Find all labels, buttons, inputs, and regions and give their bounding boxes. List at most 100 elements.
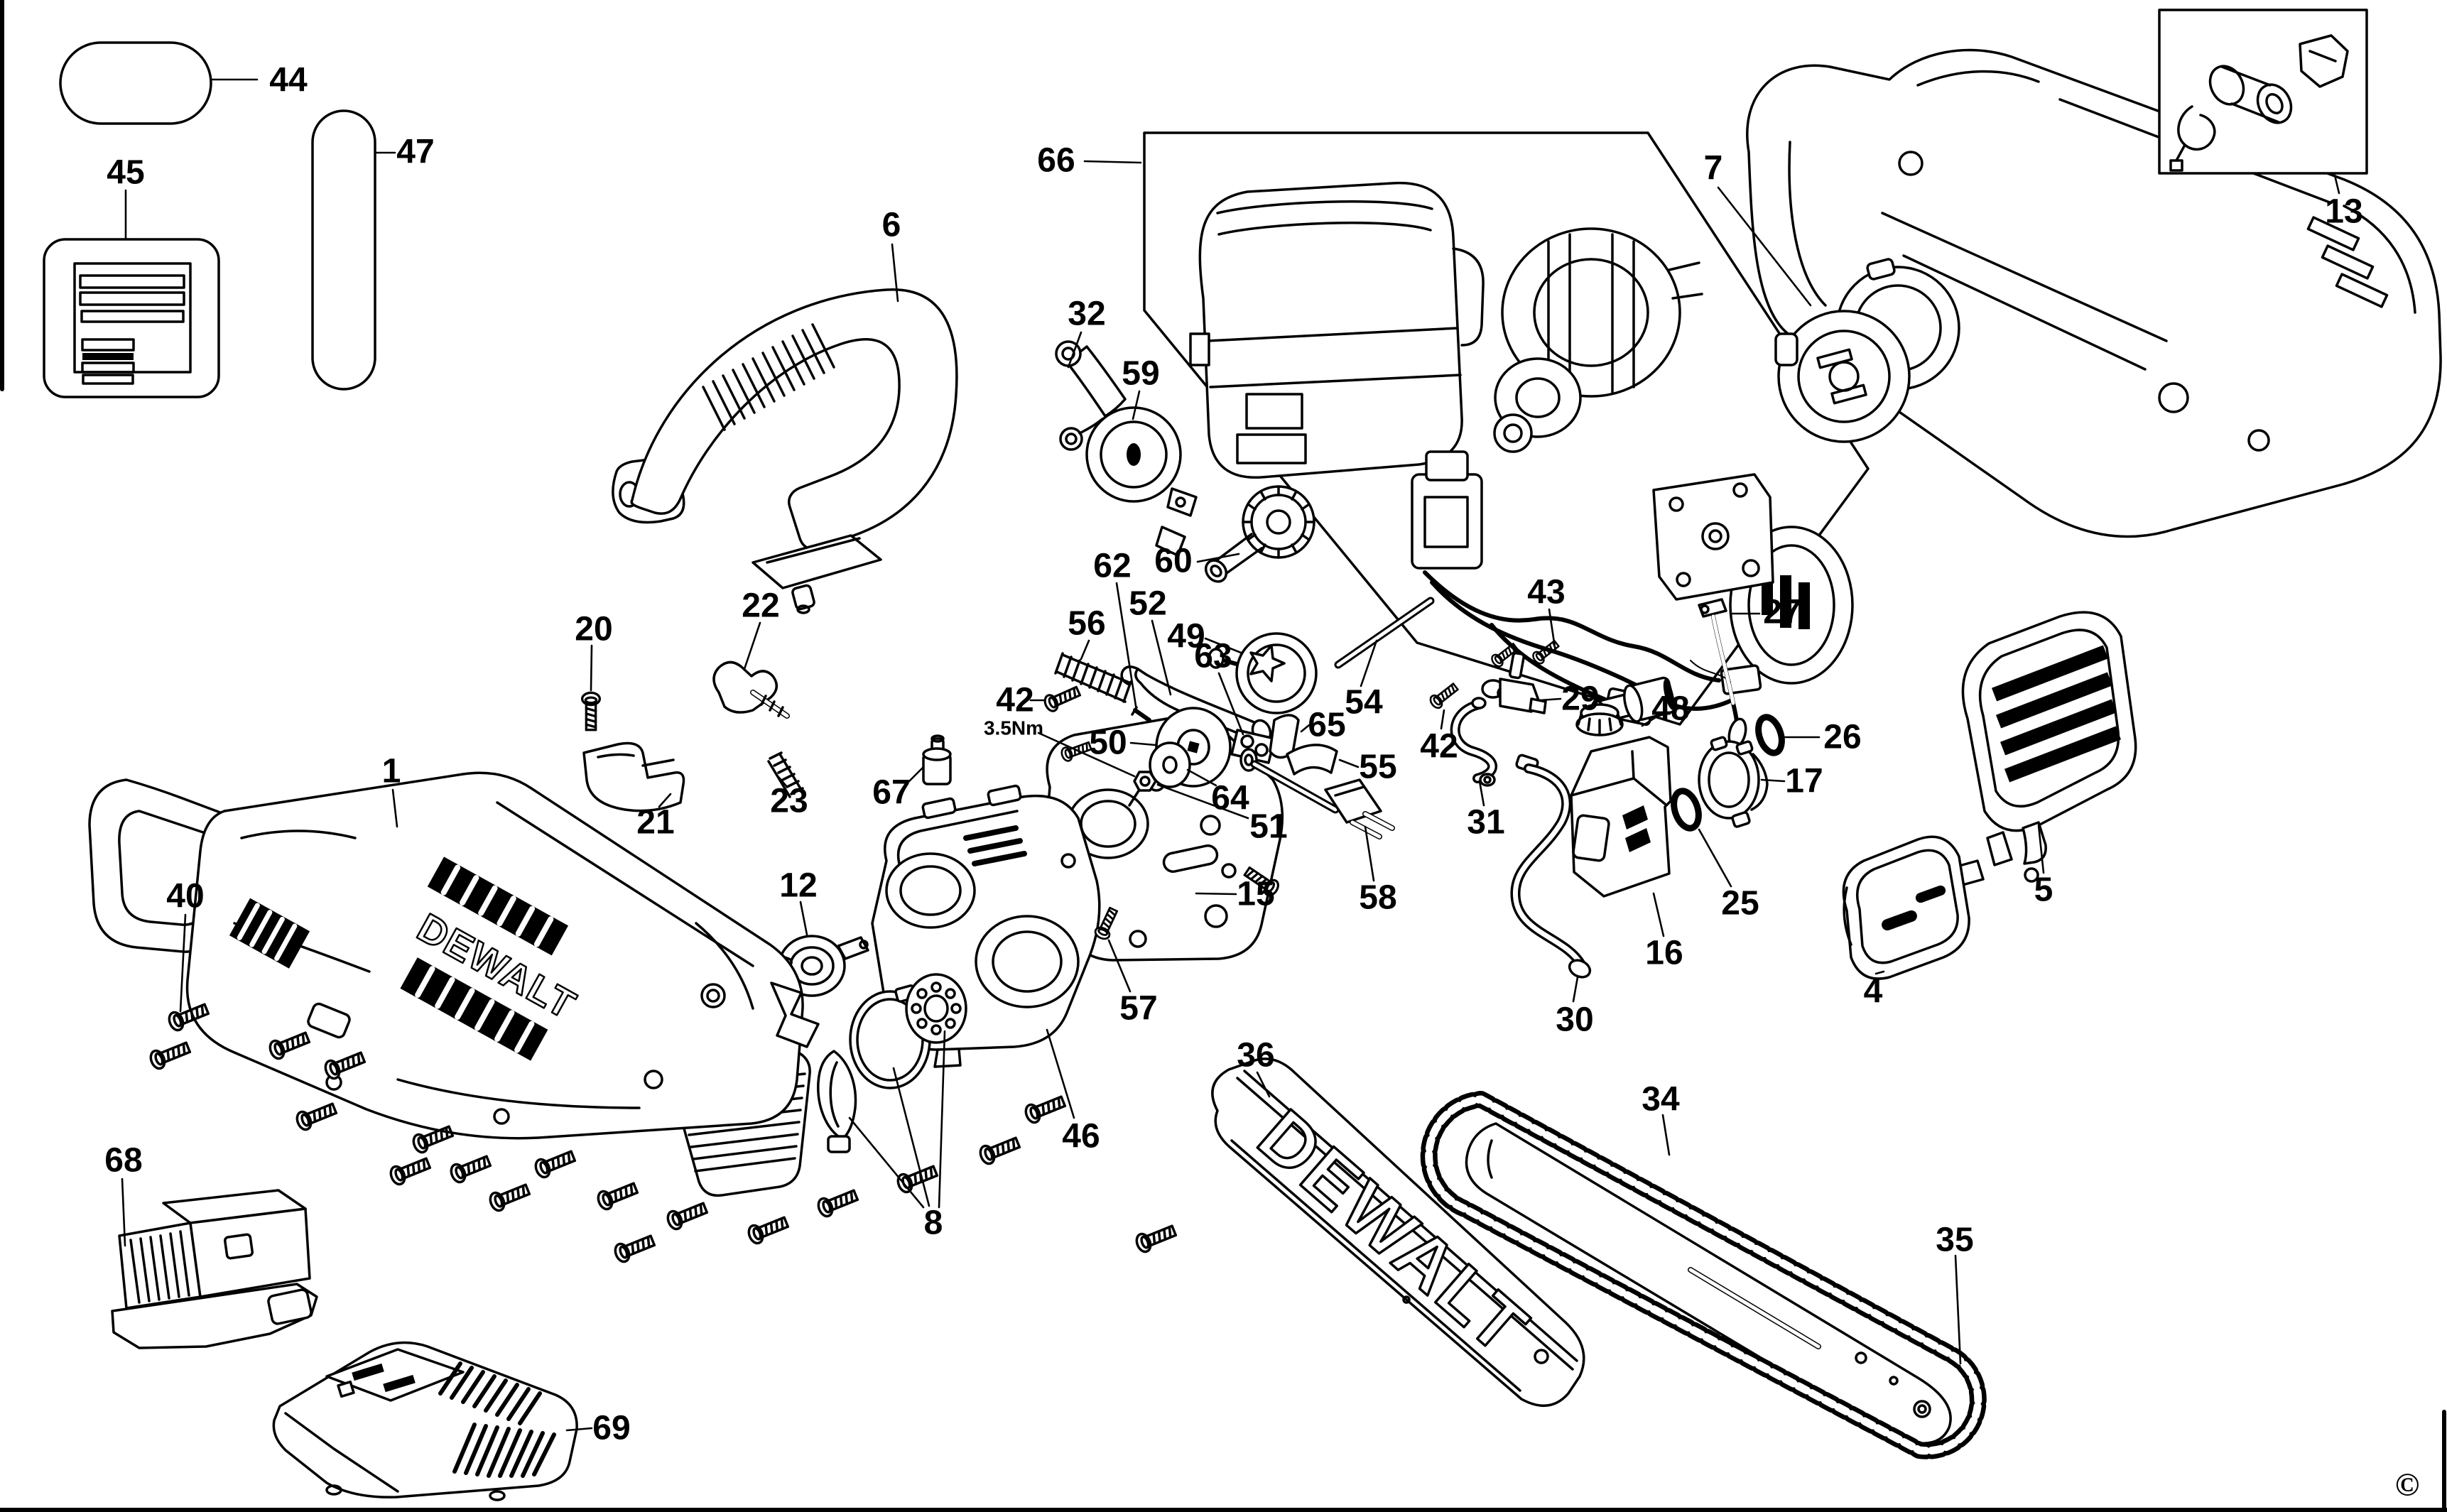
part-67-bumper <box>922 734 952 785</box>
part-8-disc-set <box>817 973 967 1153</box>
callout-58: 58 <box>1359 879 1396 917</box>
leader-line-54 <box>1360 639 1378 687</box>
leader-line-31 <box>1478 780 1485 807</box>
callout-62: 62 <box>1093 548 1131 585</box>
callout-45: 45 <box>107 154 144 192</box>
leader-line-51 <box>1156 783 1249 820</box>
callout-40: 40 <box>166 878 204 915</box>
leader-line-8 <box>938 1030 946 1209</box>
part-34-saw-chain <box>1420 1091 1987 1459</box>
callout-66: 66 <box>1037 142 1075 180</box>
part-7-end-cap <box>1774 258 1960 443</box>
part-20-screw <box>580 691 602 731</box>
callout-47: 47 <box>396 134 434 171</box>
leader-line-65 <box>1300 724 1311 733</box>
callout-49: 49 <box>1167 618 1205 656</box>
callout-5: 5 <box>2034 871 2053 909</box>
leader-line-62 <box>1115 582 1138 712</box>
callout-22: 22 <box>742 587 779 625</box>
callout-15: 15 <box>1237 876 1274 913</box>
callout-17: 17 <box>1785 763 1823 800</box>
leader-line-3.5Nm <box>1037 731 1136 778</box>
callout-54: 54 <box>1345 684 1383 722</box>
part-66-mount-plate <box>1652 473 1774 601</box>
callout-31: 31 <box>1467 804 1504 842</box>
part-64-washer <box>1149 741 1191 788</box>
part-66-motor <box>1493 227 1703 453</box>
leader-line-59 <box>1132 390 1141 420</box>
part-13-inset-box <box>2158 9 2368 175</box>
leader-line-13 <box>2333 174 2340 195</box>
part-66-reservoir <box>1189 181 1485 479</box>
leader-line-57 <box>1107 939 1132 993</box>
callout-55: 55 <box>1359 749 1396 786</box>
part-35-guide-bar <box>1465 1122 1952 1445</box>
leader-line-36 <box>1256 1071 1271 1098</box>
leader-line-46 <box>1046 1028 1075 1119</box>
part-68-battery <box>111 1189 318 1349</box>
leader-line-58 <box>1364 825 1375 882</box>
leader-line-17 <box>1760 778 1786 783</box>
leader-line-63 <box>1217 672 1244 736</box>
leader-line-55 <box>1338 758 1360 768</box>
part-36-scabbard: DEWALT <box>1211 1057 1585 1408</box>
part-6-front-handle <box>612 288 958 614</box>
callout-8: 8 <box>924 1204 943 1242</box>
leader-line-8 <box>848 1116 925 1209</box>
callout-48: 48 <box>1651 690 1689 728</box>
callout-1: 1 <box>382 753 401 790</box>
leader-line-56 <box>1080 639 1090 660</box>
leader-line-16 <box>1652 892 1665 937</box>
callout-46: 46 <box>1062 1118 1100 1155</box>
leader-line-49 <box>1204 637 1242 654</box>
leader-line-66 <box>1083 160 1142 164</box>
leader-line-42 <box>1440 709 1445 730</box>
part-47-grip-tube <box>311 109 376 391</box>
leader-line-52 <box>1151 619 1172 696</box>
leader-line-12 <box>799 901 808 936</box>
part-58-tensioner <box>1239 748 1395 839</box>
part-26-o-ring <box>1755 714 1785 756</box>
callout-23: 23 <box>770 783 808 820</box>
leader-line-64 <box>1186 768 1217 787</box>
part-31-hose-short <box>1450 697 1497 787</box>
part-59-brake-assembly <box>1055 340 1198 557</box>
leader-line-20 <box>590 644 593 692</box>
part-5-vent-grille <box>1950 611 2137 888</box>
callout-67: 67 <box>872 774 910 812</box>
part-69-charger <box>272 1341 578 1501</box>
leader-line-30 <box>1572 976 1579 1003</box>
part-16-oil-tank <box>1570 703 1672 898</box>
part-60-gear-spindle <box>1204 485 1315 583</box>
leader-line-8 <box>892 1067 930 1207</box>
callout-20: 20 <box>575 611 612 648</box>
leader-line-60 <box>1196 553 1240 563</box>
callout-3.5Nm: 3.5Nm <box>984 717 1043 739</box>
copyright-symbol: © <box>2395 1467 2419 1503</box>
callout-35: 35 <box>1936 1222 1973 1259</box>
callout-4: 4 <box>1864 973 1883 1011</box>
leader-line-5 <box>2037 824 2045 874</box>
leader-line-15 <box>1195 892 1237 896</box>
callout-6: 6 <box>882 207 901 244</box>
callout-42: 42 <box>1420 728 1458 766</box>
leader-line-67 <box>905 766 925 785</box>
leader-line-4 <box>1874 970 1885 975</box>
callout-63: 63 <box>1194 638 1232 675</box>
callout-16: 16 <box>1645 935 1683 972</box>
callout-51: 51 <box>1249 808 1287 846</box>
leader-line-25 <box>1698 828 1732 888</box>
part-66-switch <box>1411 450 1483 570</box>
callout-30: 30 <box>1556 1001 1593 1039</box>
callout-12: 12 <box>779 867 817 905</box>
leader-line-43 <box>1548 608 1557 653</box>
part-22-wing-knob <box>712 660 790 719</box>
part-56-spring <box>1054 652 1132 703</box>
callout-29: 29 <box>1561 680 1599 718</box>
part-54-rod <box>1334 597 1435 669</box>
part-66-assembly-boundary <box>1143 131 1870 726</box>
callout-57: 57 <box>1119 990 1157 1028</box>
